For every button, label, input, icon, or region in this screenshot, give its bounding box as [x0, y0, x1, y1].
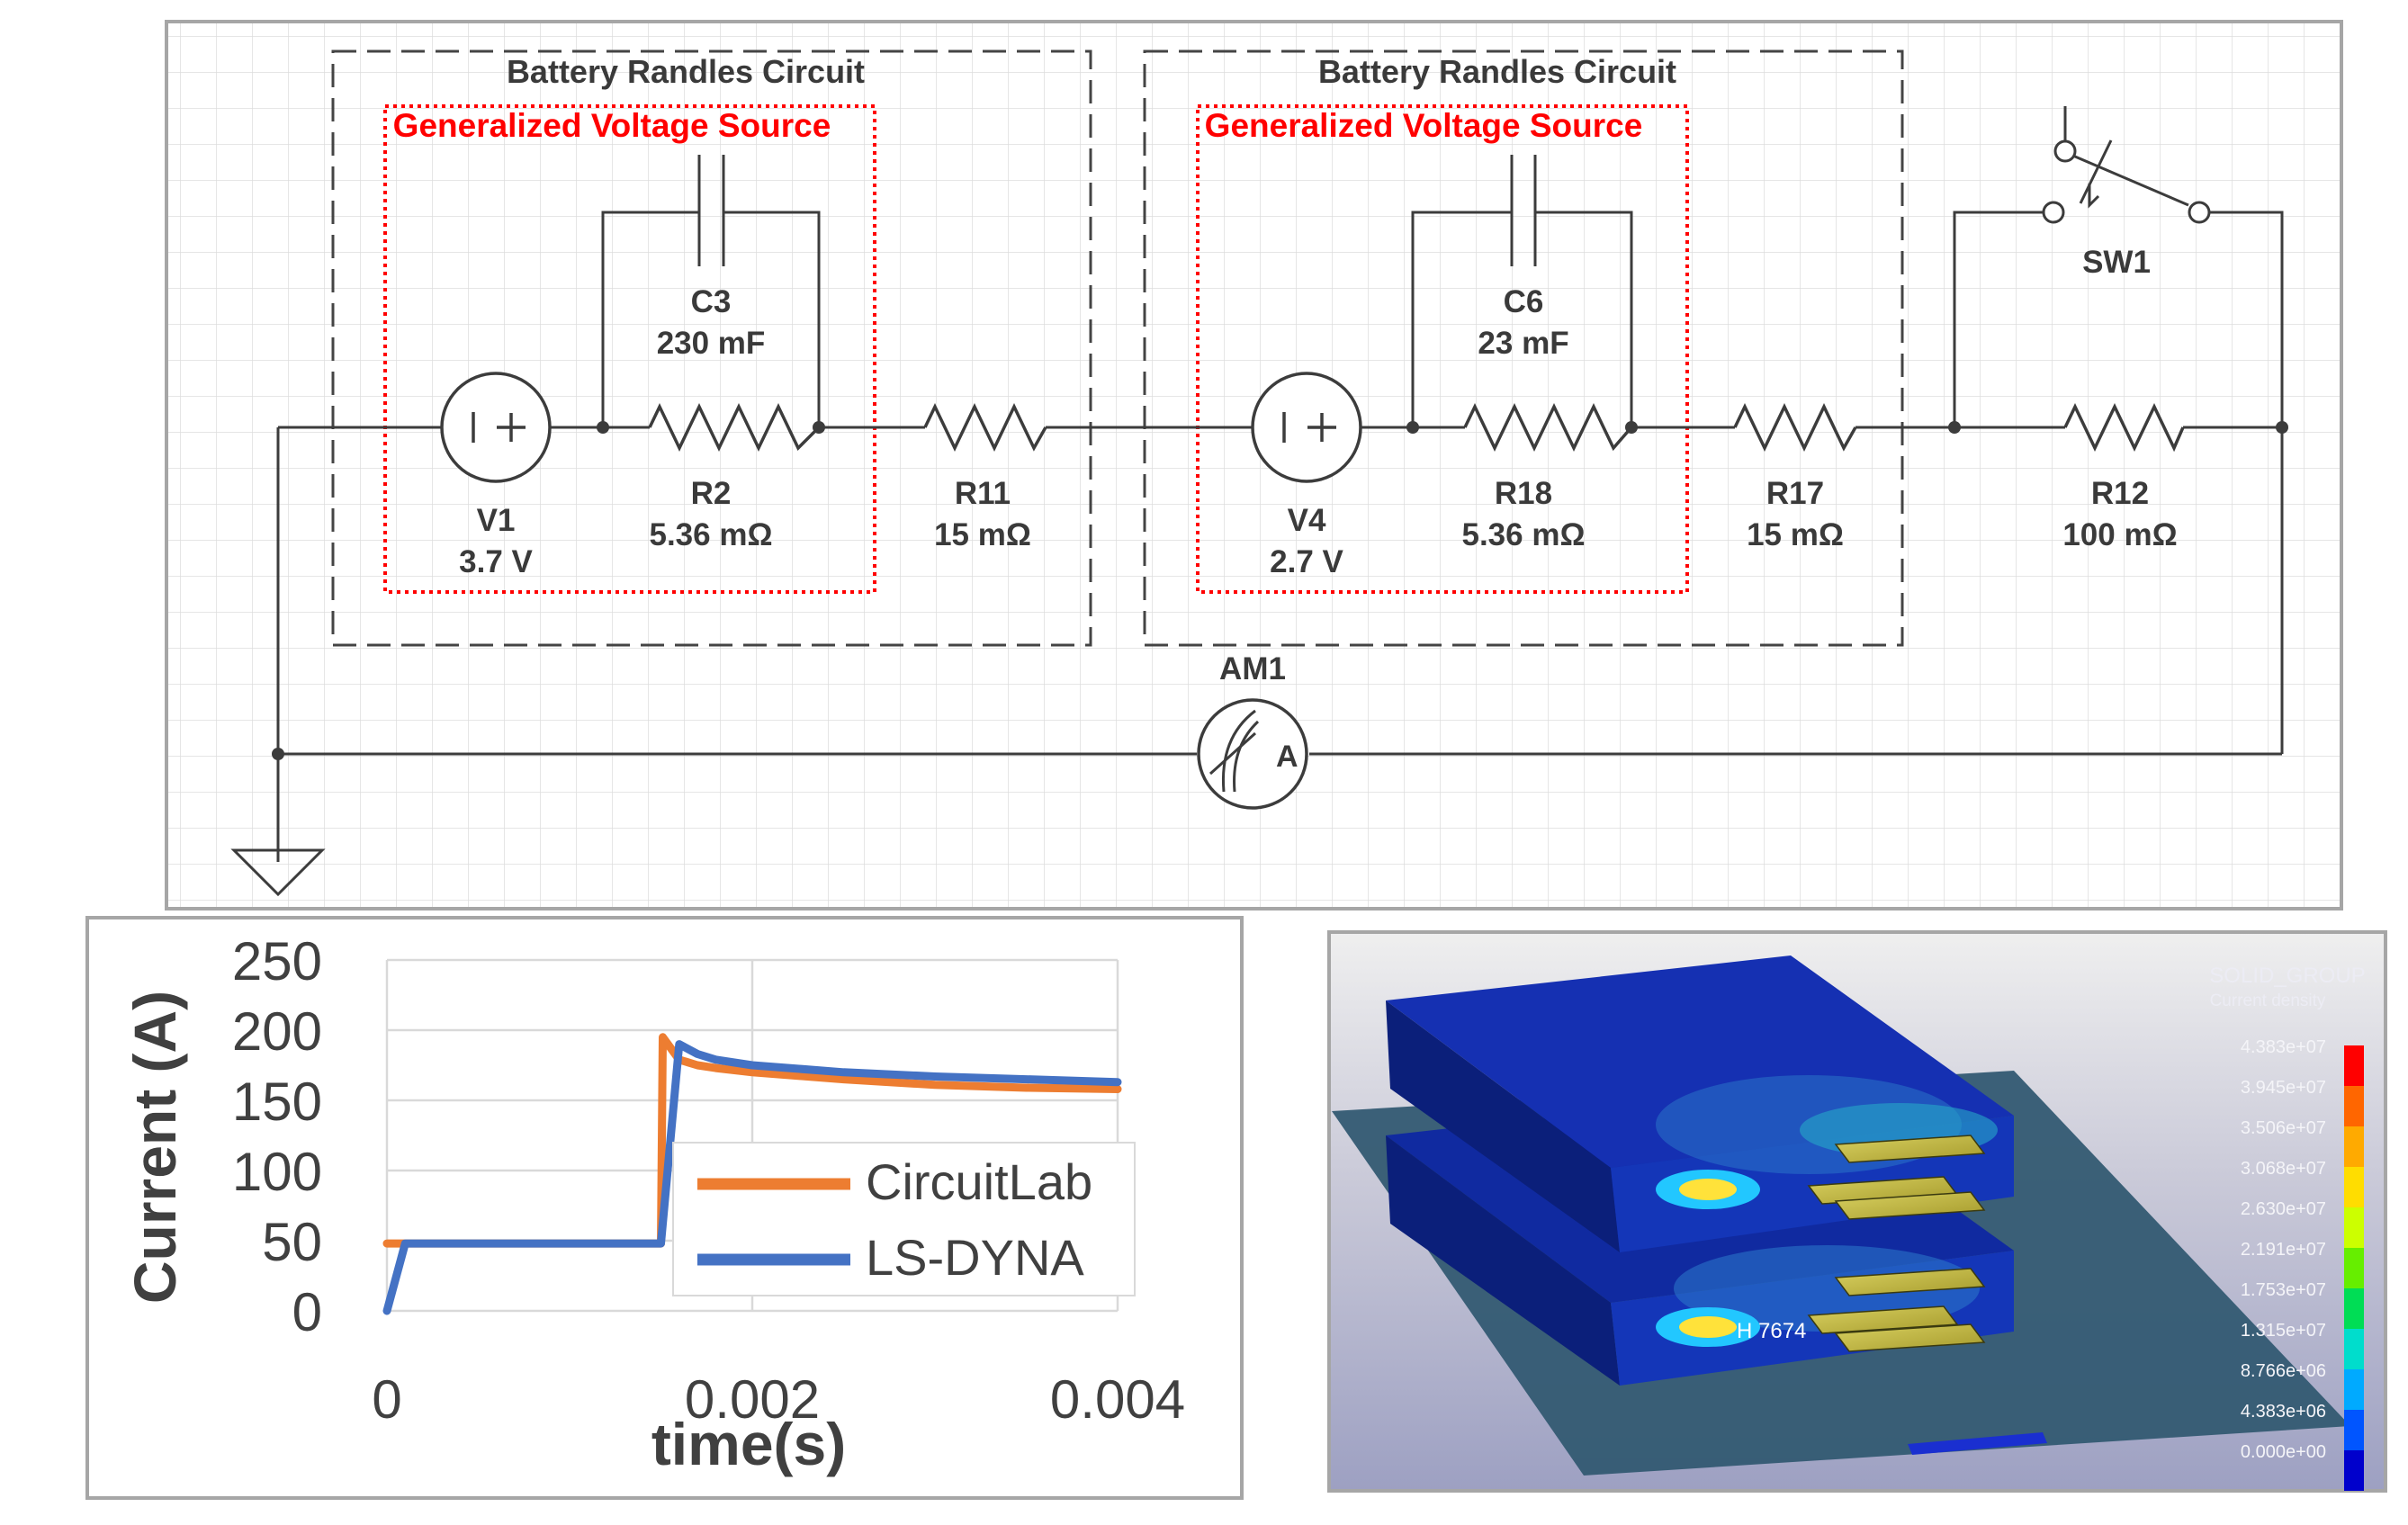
label-r17-name: R17 — [1766, 476, 1824, 511]
y-tick-label-3: 150 — [232, 1072, 322, 1132]
y-tick-label-0: 0 — [292, 1282, 322, 1342]
label-c3-value: 230 mF — [657, 326, 766, 361]
voltage-source-v4 — [1251, 372, 1362, 483]
chart-legend: CircuitLab LS-DYNA — [672, 1142, 1136, 1296]
colorbar-segment-1 — [2344, 1086, 2364, 1126]
y-tick-label-1: 50 — [262, 1212, 322, 1272]
tab-upper-1 — [1834, 1135, 1986, 1163]
tab-mid-1 — [1834, 1191, 1986, 1220]
series-line-ls-dyna — [382, 1040, 1122, 1315]
x-tick-label-2: 0.004 — [1050, 1369, 1185, 1430]
legend-label-circuitlab: CircuitLab — [866, 1153, 1092, 1210]
legend-value-0: 4.383e+07 — [2241, 1037, 2326, 1057]
colorbar-segment-3 — [2344, 1167, 2364, 1207]
colorbar-segment-5 — [2344, 1248, 2364, 1288]
legend-value-4: 2.630e+07 — [2241, 1199, 2326, 1219]
label-r12-name: R12 — [2091, 476, 2149, 511]
x-tick-label-1: 0.002 — [685, 1369, 820, 1430]
ammeter-am1: A — [1197, 698, 1308, 810]
colorbar-segment-2 — [2344, 1126, 2364, 1167]
ammeter-symbol: A — [1276, 740, 1298, 774]
label-r18-name: R18 — [1495, 476, 1552, 511]
block-1-source-label: Generalized Voltage Source — [393, 107, 831, 144]
fea-legend-title: SOLID_GROUP — [2209, 964, 2365, 988]
label-r18-value: 5.36 mΩ — [1461, 517, 1585, 552]
colorbar-segment-0 — [2344, 1045, 2364, 1086]
label-r2-value: 5.36 mΩ — [649, 517, 772, 552]
legend-value-3: 3.068e+07 — [2241, 1159, 2326, 1179]
legend-value-9: 4.383e+06 — [2241, 1402, 2326, 1422]
resistor-r17 — [1733, 402, 1857, 453]
legend-value-6: 1.753e+07 — [2241, 1280, 2326, 1300]
block-2-title: Battery Randles Circuit — [1318, 53, 1676, 90]
label-r12-value: 100 mΩ — [2062, 517, 2177, 552]
block-2-source-label: Generalized Voltage Source — [1205, 107, 1643, 144]
chart-x-axis-label: time(s) — [651, 1411, 846, 1477]
colorbar-segment-6 — [2344, 1288, 2364, 1329]
label-v4-name: V4 — [1288, 503, 1326, 538]
label-r11-name: R11 — [955, 476, 1011, 511]
legend-value-8: 8.766e+06 — [2241, 1361, 2326, 1381]
label-c6-value: 23 mF — [1478, 326, 1568, 361]
label-v4-value: 2.7 V — [1270, 544, 1343, 579]
colorbar-segment-8 — [2344, 1369, 2364, 1410]
chart-series — [382, 1033, 1122, 1315]
tab-lower-3 — [1834, 1323, 1986, 1352]
legend-value-7: 1.315e+07 — [2241, 1321, 2326, 1341]
colorbar-segment-9 — [2344, 1410, 2364, 1450]
fea-legend-subtitle: Current density — [2210, 991, 2326, 1010]
upper-cell-front — [1386, 1000, 1620, 1252]
tab-lower-2 — [1807, 1305, 1959, 1334]
wires — [230, 106, 2284, 897]
resistor-r2 — [648, 402, 821, 453]
label-c3-name: C3 — [691, 284, 732, 319]
colorbar-segment-10 — [2344, 1450, 2364, 1491]
label-sw1: SW1 — [2082, 245, 2151, 280]
lower-cell-front — [1386, 1135, 1620, 1386]
fea-render: H 7674 SOLID_GROUP Current density 4.383… — [1327, 930, 2387, 1493]
circuit-schematic: A Battery Randles Circuit Battery Randle… — [165, 20, 2343, 911]
y-tick-label-4: 200 — [232, 1001, 322, 1062]
voltage-source-box-2 — [1196, 104, 1689, 594]
legend-value-1: 3.945e+07 — [2241, 1078, 2326, 1098]
legend-value-10: 0.000e+00 — [2241, 1442, 2326, 1462]
legend-value-2: 3.506e+07 — [2241, 1118, 2326, 1138]
label-v1-value: 3.7 V — [459, 544, 533, 579]
label-v1-name: V1 — [477, 503, 516, 538]
legend-value-5: 2.191e+07 — [2241, 1240, 2326, 1260]
chart-x-ticks: 0 0.002 0.004 — [372, 1369, 1185, 1430]
randles-block-2 — [1143, 49, 1904, 647]
label-r11-value: 15 mΩ — [934, 517, 1031, 552]
x-tick-label-0: 0 — [372, 1369, 401, 1430]
resistor-r11 — [923, 402, 1047, 453]
colorbar-segment-4 — [2344, 1207, 2364, 1248]
block-1-title: Battery Randles Circuit — [507, 53, 865, 90]
y-tick-label-5: 250 — [232, 931, 322, 991]
tab-lower-1 — [1834, 1268, 1986, 1296]
resistor-r18 — [1463, 402, 1633, 453]
fea-colorbar — [2344, 1045, 2364, 1491]
chart-y-axis-label: Current (A) — [121, 991, 188, 1304]
fea-legend-values: 4.383e+07 3.945e+07 3.506e+07 3.068e+07 2.63… — [2241, 1037, 2326, 1462]
colorbar-segment-7 — [2344, 1329, 2364, 1369]
voltage-source-v1 — [440, 372, 552, 483]
voltage-source-box-1 — [383, 104, 876, 594]
label-r17-value: 15 mΩ — [1747, 517, 1844, 552]
node-label: H 7674 — [1737, 1319, 1806, 1343]
label-c6-name: C6 — [1504, 284, 1544, 319]
busbar — [1908, 1432, 2047, 1455]
randles-block-1 — [331, 49, 1092, 647]
resistor-r12 — [2063, 402, 2185, 453]
label-am1: AM1 — [1219, 651, 1286, 686]
y-tick-label-2: 100 — [232, 1142, 322, 1202]
label-r2-name: R2 — [691, 476, 732, 511]
legend-label-lsdyna: LS-DYNA — [866, 1229, 1084, 1286]
chart-y-ticks: 0 50 100 150 200 250 — [232, 931, 322, 1342]
